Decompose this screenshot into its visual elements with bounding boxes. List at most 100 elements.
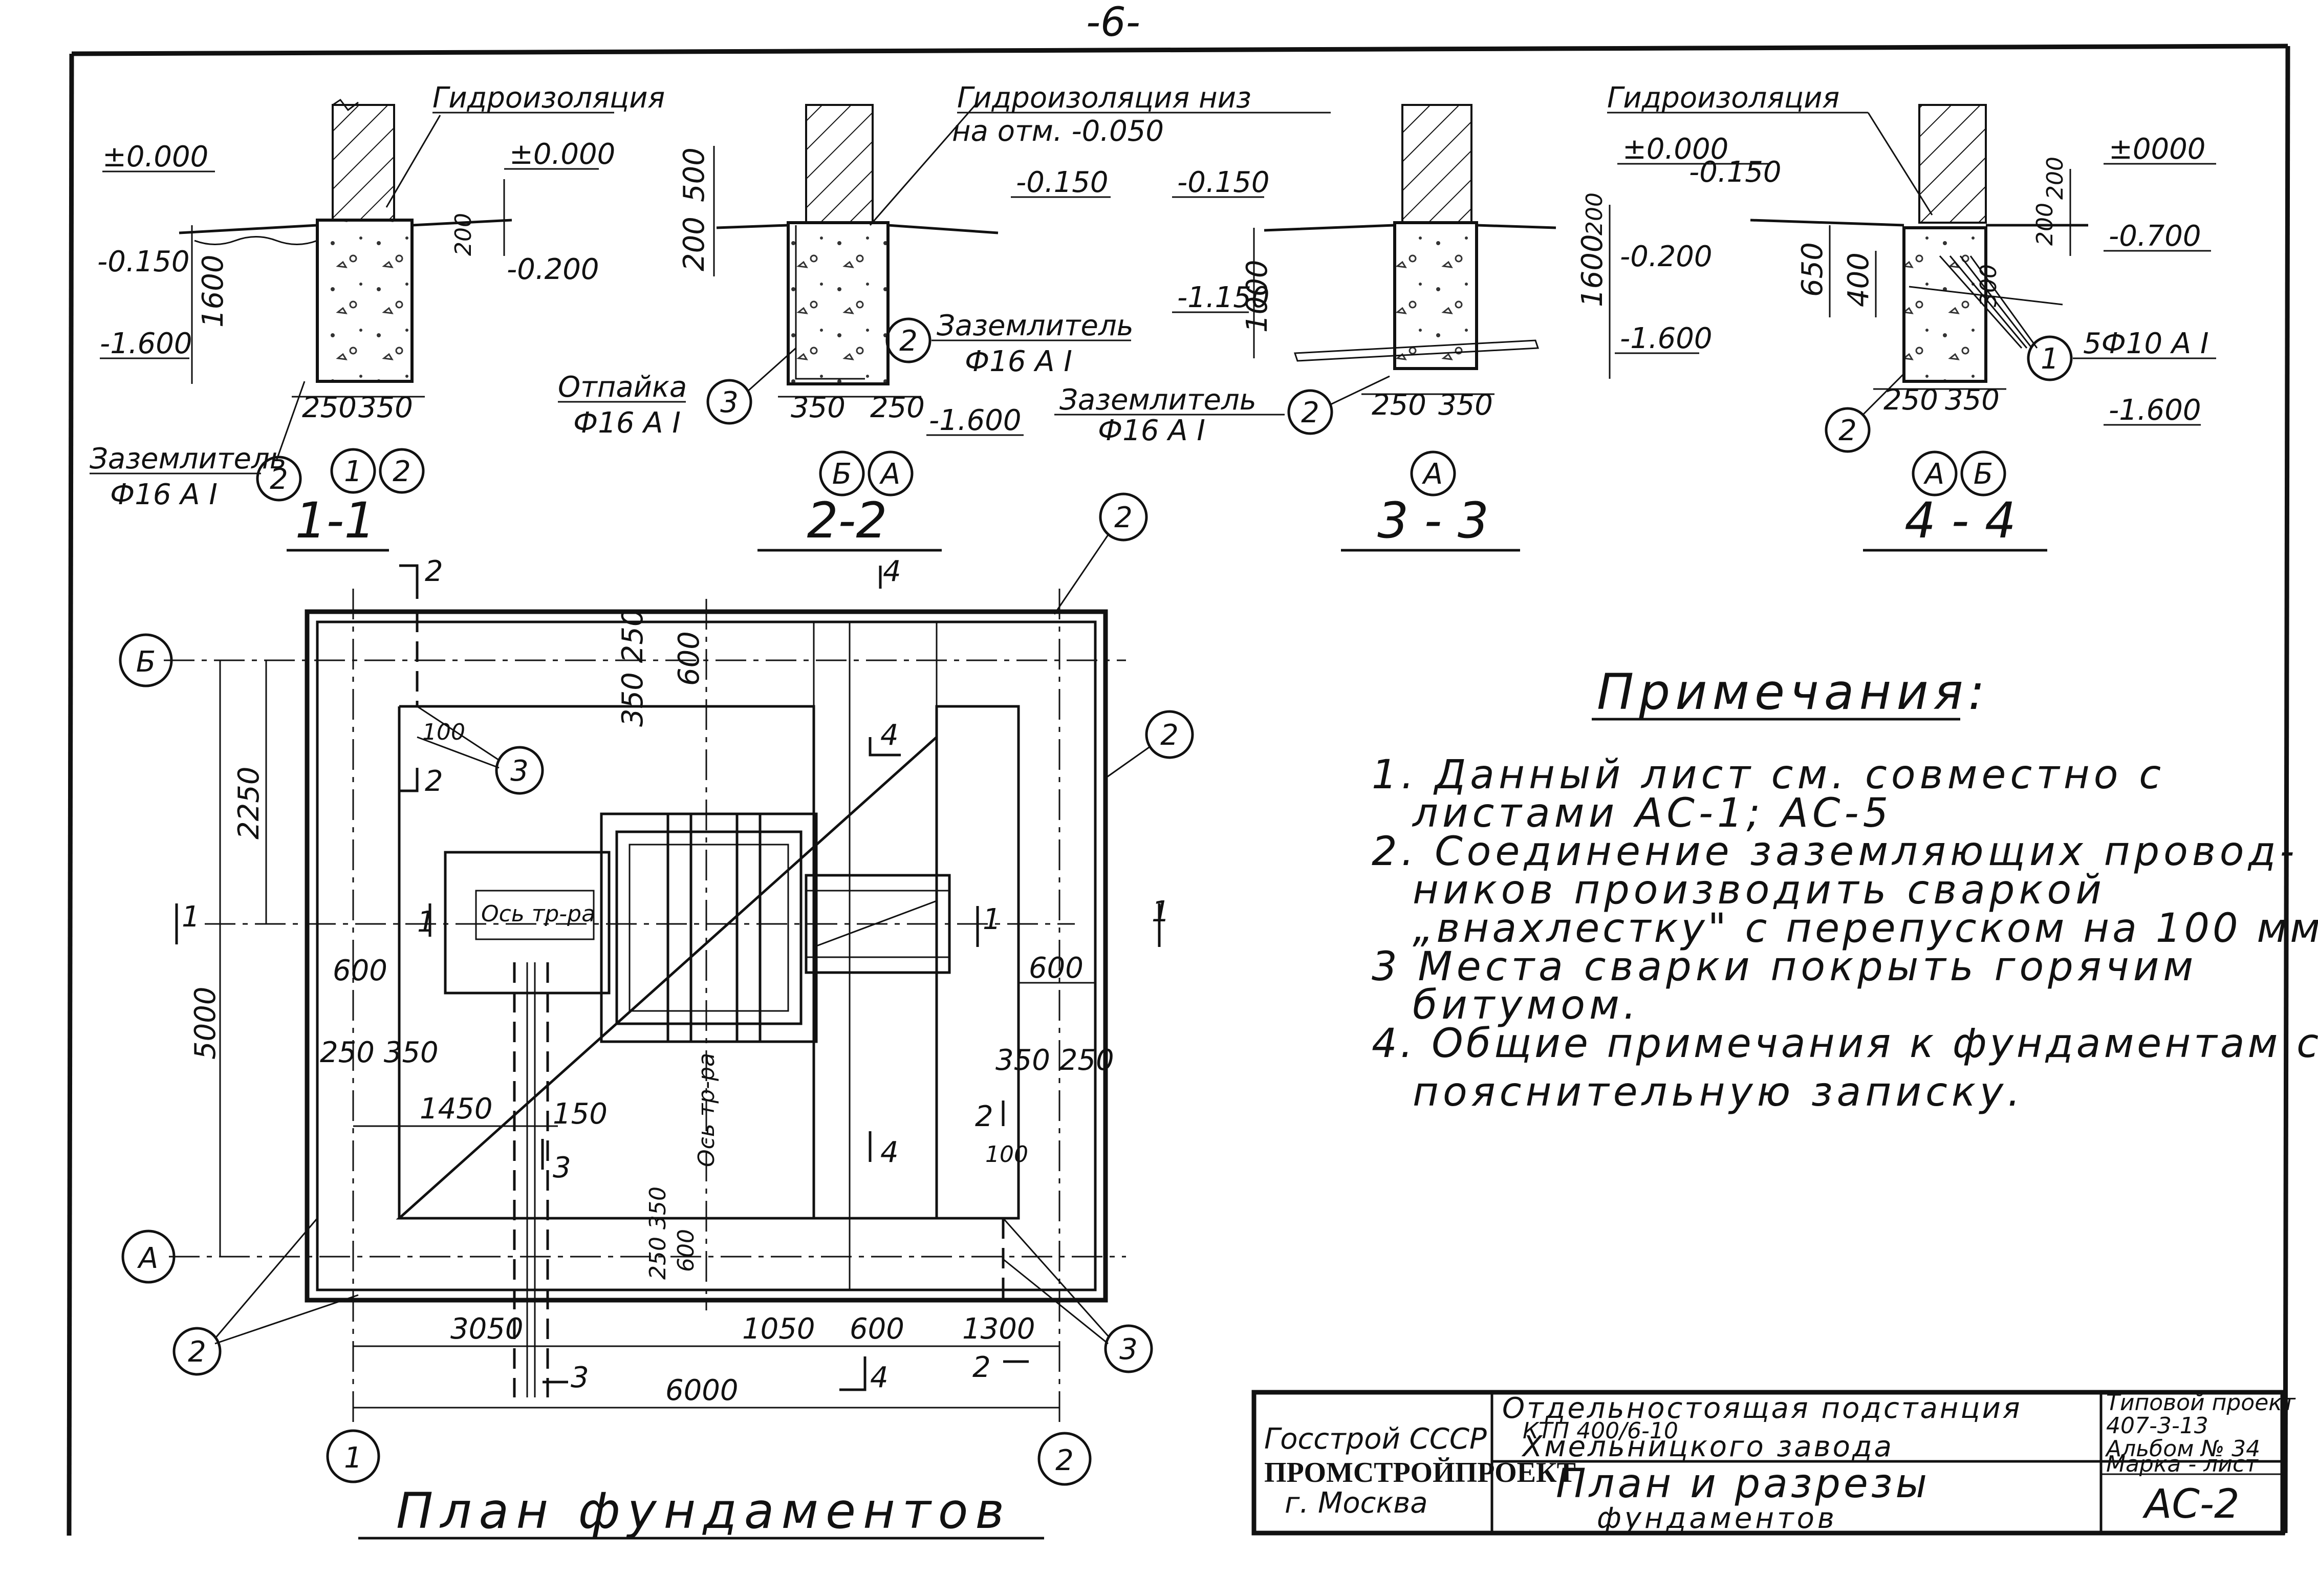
s3-title: 3 - 3 [1377, 492, 1489, 549]
plan-callout-2-bottom: 2 [188, 1335, 206, 1369]
s2-branch-spec: Ф16 А I [573, 406, 681, 440]
cut-4-mid: 4 [880, 719, 899, 752]
section-1-1: Гидроизоляция ±0.000 ±0.000 -0.150 -0.20… [90, 81, 665, 552]
plan-title: План фундаментов [396, 1482, 1011, 1540]
dim-600-left: 600 [333, 954, 387, 987]
s2-axis-b: Б [832, 458, 852, 491]
plan-axis-a: А [137, 1242, 158, 1275]
s3-level-m1600: -1.600 [1620, 322, 1713, 355]
foundation-plan: Ось тр-ра Ось тр-ра 3050 1050 600 1300 6… [119, 492, 1194, 1540]
tb-typical-no: 407-3-13 [2106, 1413, 2208, 1439]
cut-4-top: 4 [883, 555, 901, 588]
s2-callout-3: 3 [720, 386, 739, 419]
dim-150: 150 [553, 1097, 608, 1131]
cut-2-top: 2 [425, 555, 443, 588]
tb-org-2: ПРОМСТРОЙПРОЕКТ [1264, 1457, 1576, 1489]
s3-axis-a: А [1422, 458, 1443, 491]
plan-callout-3-top-circle [495, 746, 544, 795]
dim-5000: 5000 [189, 986, 222, 1060]
notes-title: Примечания: [1597, 663, 1990, 721]
s4-level-m0150: -0.150 [1689, 156, 1782, 189]
s1-level-m0150: -0.150 [97, 245, 190, 278]
s2-waterproof-label: Гидроизоляция низ [957, 81, 1251, 115]
s4-dim-200b: 200 [2032, 203, 2058, 246]
dim-2250: 2250 [232, 766, 266, 839]
s2-dim-200: 200 [678, 217, 711, 271]
s1-level-000-left: ±0.000 [102, 140, 208, 174]
tb-sheet-title-2: фундаментов [1597, 1502, 1837, 1535]
plan-axis-2-circle [1037, 1432, 1092, 1486]
dim-350-250-right: 350 250 [995, 1044, 1114, 1077]
s4-level-m1600: -1.600 [2109, 394, 2201, 427]
plan-axis-1: 1 [344, 1441, 362, 1475]
trafo-axis-label: Ось тр-ра [694, 1053, 720, 1167]
plan-callout-2-bottom-circle [172, 1327, 222, 1376]
s1-earth-label: Заземлитель [90, 442, 287, 476]
note-line-8: 4. Общие примечания к фундаментам см. [1372, 1021, 2318, 1067]
note-line-9: пояснительную записку. [1413, 1069, 2024, 1115]
tb-typical-label: Типовой проект [2106, 1390, 2296, 1416]
tb-org-3: г. Москва [1285, 1486, 1428, 1520]
cut-3-mid: 3 [553, 1151, 571, 1184]
cut-1-mid: 1 [417, 905, 436, 939]
dim-100-right: 100 [985, 1141, 1028, 1168]
plan-axis-2: 2 [1055, 1444, 1074, 1477]
plan-axis-b: Б [136, 645, 156, 679]
dim-250-350-left: 250 350 [320, 1036, 439, 1069]
tb-project-3: Хмельницкого завода [1521, 1430, 1894, 1463]
dim-1300: 1300 [962, 1312, 1035, 1346]
dim-600-top: 600 [673, 631, 706, 686]
plan-callout-3-bottom-circle [1104, 1324, 1153, 1373]
breaker-axis-label: Ось тр-ра [481, 901, 595, 927]
s3-dim-1000: 1000 [1241, 260, 1274, 333]
plan-axis-1-circle [326, 1429, 380, 1483]
plan-callout-3-top: 3 [510, 754, 529, 788]
s3-earth-spec: Ф16 А I [1098, 414, 1205, 447]
s3-dim-200: 200 [1582, 192, 1608, 235]
s4-dim-400: 400 [1842, 252, 1875, 307]
dim-250-350-bottom: 250 350 [645, 1187, 671, 1280]
s2-earth-label: Заземлитель [937, 309, 1134, 342]
dim-600-a: 600 [850, 1312, 904, 1346]
s2-mark-label: на отм. -0.050 [952, 115, 1164, 148]
plan-axis-b-circle [119, 633, 173, 687]
note-line-2: листами АС-1; АС-5 [1412, 790, 1892, 836]
note-line-7: битумом. [1413, 982, 1640, 1028]
cut-4-low: 4 [880, 1136, 899, 1169]
cut-4-bottom: 4 [870, 1361, 889, 1394]
cut-1-right: 1 [1152, 895, 1170, 929]
cut-1-left: 1 [182, 900, 200, 934]
s4-axis-b-circle [1960, 450, 2006, 497]
tb-mark: АС-2 [2142, 1481, 2240, 1527]
s2-callout-2: 2 [899, 325, 918, 358]
s3-level-m0150: -0.150 [1177, 166, 1270, 199]
s1-axis-1: 1 [344, 455, 362, 488]
s4-waterproof-label: Гидроизоляция [1607, 81, 1839, 115]
s4-title: 4 - 4 [1904, 492, 2016, 549]
plan-axis-a-circle [121, 1230, 176, 1284]
s3-earth-label: Заземлитель [1059, 383, 1257, 417]
cut-marks: 2 2 4 4 1 1 1 1 3 3 4 4 2 2 [175, 555, 1170, 1394]
note-line-5: „внахлестку" с перепуском на 100 мм. [1413, 905, 2318, 952]
tb-org-1: Госстрой СССР [1264, 1422, 1487, 1456]
s2-level-m1600: -1.600 [929, 404, 1022, 437]
section-3-3: -0.150 -1.150 1000 1600 200 -0.200 -1.60… [1054, 104, 1713, 552]
s1-callout-2-circle [256, 456, 302, 502]
s4-dim-200a: 200 [2042, 157, 2068, 200]
cut-2-right: 2 [975, 1100, 993, 1133]
s4-callout-1: 1 [2041, 342, 2059, 376]
s4-rebar: 5Ф10 А I [2083, 327, 2209, 360]
s1-axis-1-circle [330, 448, 376, 494]
s1-level-m0200: -0.200 [507, 253, 599, 286]
s4-axis-a-circle [1912, 450, 1958, 497]
plan-callout-2-right-circle [1145, 710, 1194, 759]
s4-callout-1-circle [2027, 335, 2073, 381]
note-line-3: 2. Соединение заземляющих провод- [1372, 829, 2299, 875]
notes-block: Примечания: 1. Данный лист см. совместно… [1372, 663, 2318, 1115]
dim-600-right: 600 [1029, 952, 1084, 985]
note-line-1: 1. Данный лист см. совместно с [1372, 752, 2165, 798]
s2-callout-3-circle [706, 379, 752, 425]
dim-3050: 3050 [450, 1312, 524, 1346]
section-4-4: Гидроизоляция ±0.000 -0.150 ±0000 -0.700… [1607, 81, 2216, 552]
s1-axis-2-circle [379, 448, 425, 494]
